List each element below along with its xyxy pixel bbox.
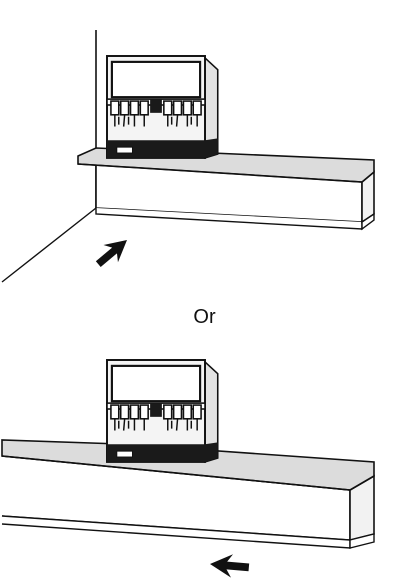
straight-installation-scene <box>1 358 375 580</box>
beverage-dispenser-icon <box>105 54 219 159</box>
arrow-up-right-icon <box>91 231 135 273</box>
arrow-left-icon <box>208 552 250 580</box>
floor-line <box>1 207 97 283</box>
or-separator-label: Or <box>193 306 216 328</box>
beverage-dispenser-icon-bottom <box>105 358 219 463</box>
corner-installation-scene <box>1 30 375 283</box>
